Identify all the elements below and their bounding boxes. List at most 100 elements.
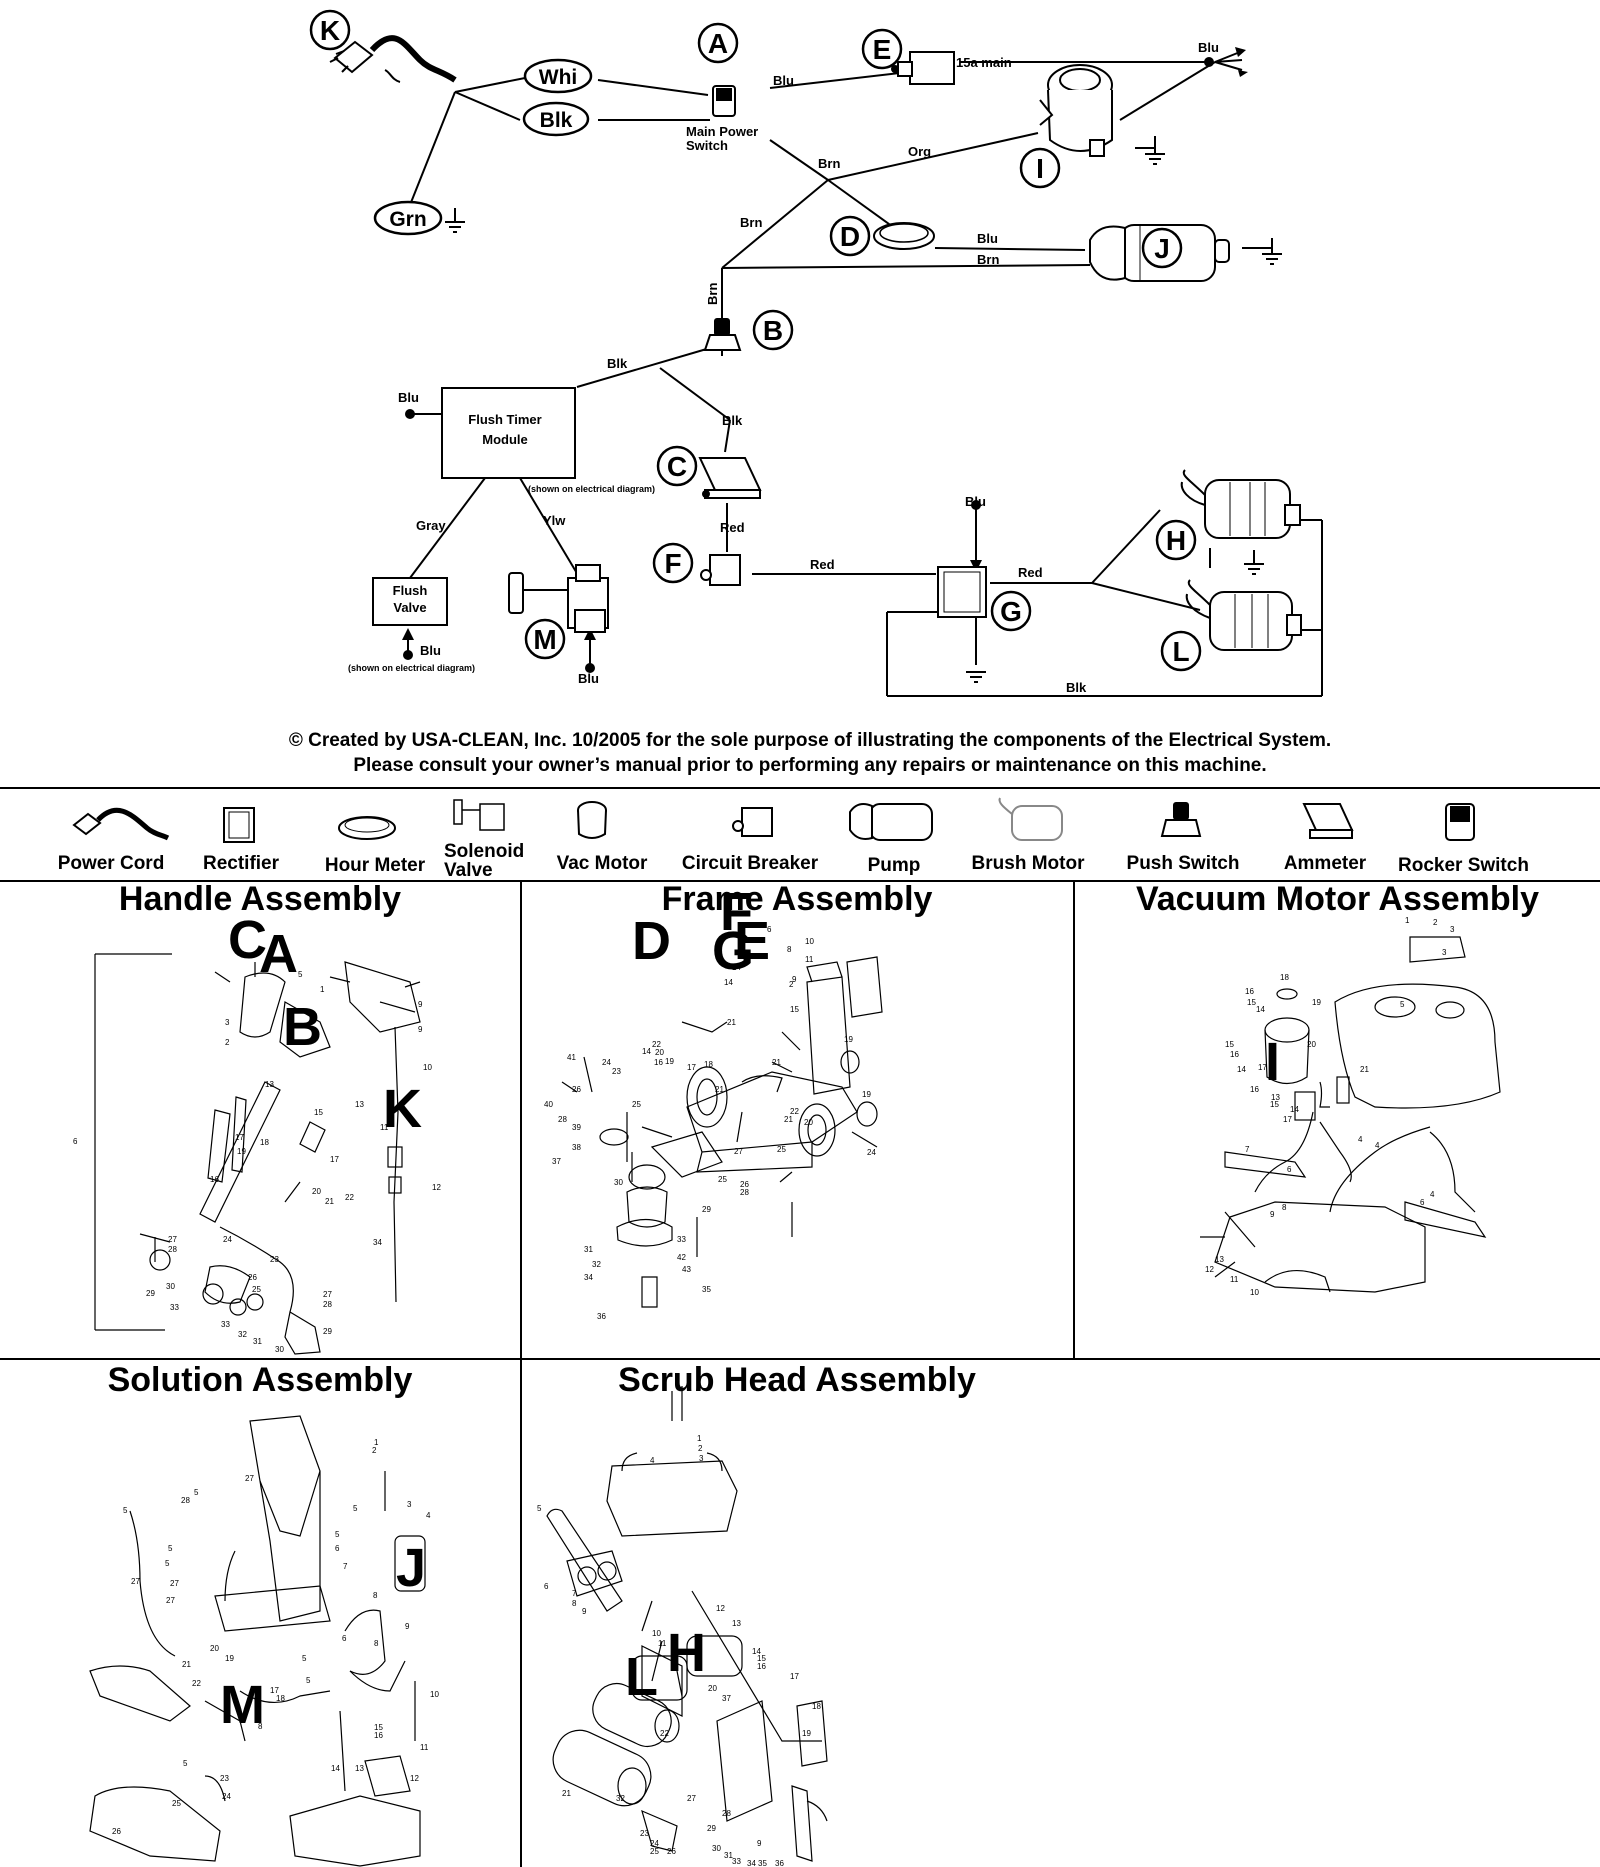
svg-text:15: 15 [374, 1723, 383, 1732]
svg-text:12: 12 [1205, 1265, 1214, 1274]
svg-text:18: 18 [260, 1138, 269, 1147]
svg-text:21: 21 [1360, 1065, 1369, 1074]
flush-timer-note: (shown on electrical diagram) [528, 484, 655, 494]
svg-text:5: 5 [298, 970, 303, 979]
handle-letter-c: C [228, 910, 267, 970]
svg-text:32: 32 [238, 1330, 247, 1339]
svg-text:Blu: Blu [965, 494, 986, 509]
svg-text:L: L [1172, 636, 1189, 667]
svg-text:28: 28 [181, 1496, 190, 1505]
solution-letter-j: J [396, 1538, 426, 1598]
svg-text:28: 28 [558, 1115, 567, 1124]
svg-text:22: 22 [192, 1679, 201, 1688]
svg-text:32: 32 [616, 1794, 625, 1803]
ground-symbols [445, 136, 1282, 683]
legend-rectifier: Rectifier [196, 790, 286, 880]
svg-text:23: 23 [612, 1067, 621, 1076]
svg-text:15: 15 [790, 1005, 799, 1014]
svg-text:11: 11 [658, 1639, 667, 1648]
wire-lines [384, 51, 1323, 697]
rocker-switch-icon [1445, 803, 1475, 841]
svg-text:34: 34 [584, 1273, 593, 1282]
svg-text:25: 25 [632, 1100, 641, 1109]
svg-text:26: 26 [572, 1085, 581, 1094]
wire-oval-whi: Whi [523, 58, 593, 94]
svg-text:G: G [1000, 596, 1022, 627]
svg-text:9: 9 [418, 1000, 423, 1009]
svg-text:27: 27 [323, 1290, 332, 1299]
svg-text:18: 18 [1280, 973, 1289, 982]
svg-text:33: 33 [170, 1303, 179, 1312]
callout-b: B [752, 309, 794, 351]
power-cord-icon [72, 807, 170, 841]
svg-text:19: 19 [802, 1729, 811, 1738]
flush-valve-note: (shown on electrical diagram) [348, 663, 475, 673]
svg-text:20: 20 [1307, 1040, 1316, 1049]
svg-text:34: 34 [747, 1859, 756, 1867]
svg-text:18: 18 [704, 1060, 713, 1069]
brush-motor-icon [998, 797, 1063, 841]
divider-vertical-2 [1073, 881, 1075, 1359]
svg-text:14: 14 [724, 978, 733, 987]
circuit-breaker-e-shape [891, 51, 955, 85]
main-power-switch-label-1: Main Power [686, 124, 758, 139]
svg-text:5: 5 [165, 1559, 170, 1568]
svg-text:Whi: Whi [539, 66, 577, 89]
svg-text:22: 22 [652, 1040, 661, 1049]
svg-text:5: 5 [353, 1504, 358, 1513]
svg-text:13: 13 [732, 1619, 741, 1628]
svg-text:Valve: Valve [393, 600, 426, 615]
divider-middle [0, 1358, 1600, 1360]
svg-text:10: 10 [652, 1629, 661, 1638]
svg-text:41: 41 [567, 1053, 576, 1062]
svg-text:20: 20 [210, 1644, 219, 1653]
frame-letter-e: E [734, 911, 770, 971]
svg-text:D: D [840, 221, 860, 252]
svg-text:25: 25 [172, 1799, 181, 1808]
handle-letter-a: A [259, 924, 298, 984]
svg-text:15: 15 [314, 1108, 323, 1117]
component-legend: Power Cord Rectifier Hour Meter Solenoid… [0, 790, 1600, 880]
svg-text:4: 4 [650, 1456, 655, 1465]
svg-text:Flush Timer: Flush Timer [468, 412, 541, 427]
svg-text:26: 26 [667, 1847, 676, 1856]
svg-text:8: 8 [374, 1639, 379, 1648]
svg-text:16: 16 [1230, 1050, 1239, 1059]
component-callouts: K A E I D J B C F G H L M [309, 9, 1202, 672]
svg-text:8: 8 [258, 1722, 263, 1731]
svg-text:27: 27 [245, 1474, 254, 1483]
svg-text:6: 6 [335, 1544, 340, 1553]
wire-oval-blk: Blk [522, 101, 590, 137]
svg-text:14: 14 [732, 963, 741, 972]
svg-text:1: 1 [1405, 916, 1410, 925]
svg-text:E: E [873, 34, 892, 65]
svg-text:14: 14 [1237, 1065, 1246, 1074]
svg-text:42: 42 [677, 1253, 686, 1262]
svg-text:1: 1 [320, 985, 325, 994]
svg-text:25: 25 [718, 1175, 727, 1184]
svg-text:8: 8 [572, 1599, 577, 1608]
svg-text:18: 18 [812, 1702, 821, 1711]
svg-text:Blk: Blk [540, 109, 573, 132]
svg-text:27: 27 [734, 1147, 743, 1156]
svg-text:21: 21 [325, 1197, 334, 1206]
svg-text:30: 30 [712, 1844, 721, 1853]
frame-letter-g: G [712, 921, 754, 981]
legend-vac-motor: Vac Motor [552, 790, 652, 880]
solution-letter-m: M [220, 1675, 265, 1735]
frame-letter-f: F [720, 882, 753, 942]
callout-m: M [524, 618, 566, 660]
svg-text:29: 29 [146, 1289, 155, 1298]
svg-text:Brn: Brn [740, 215, 762, 230]
svg-text:Org: Org [908, 144, 931, 159]
svg-text:19: 19 [862, 1090, 871, 1099]
legend-circuit-breaker: Circuit Breaker [678, 790, 822, 880]
svg-text:29: 29 [323, 1327, 332, 1336]
callout-a: A [697, 22, 739, 64]
svg-text:24: 24 [867, 1148, 876, 1157]
divider-top [0, 787, 1600, 789]
svg-text:Module: Module [482, 432, 528, 447]
